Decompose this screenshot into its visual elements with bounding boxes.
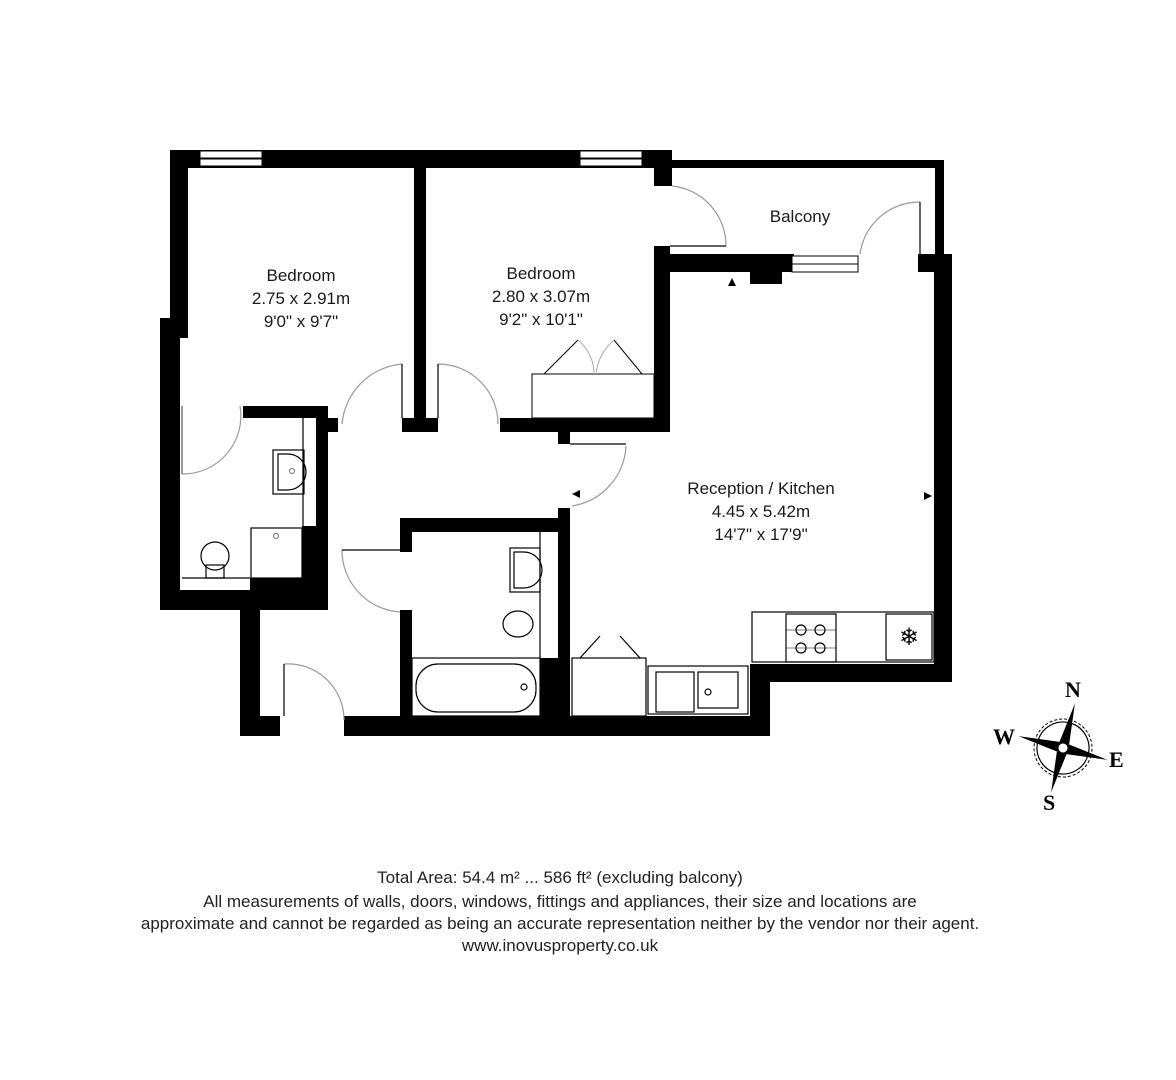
compass-north: N	[1065, 677, 1081, 702]
door-swings	[181, 185, 921, 721]
compass-icon	[1018, 703, 1108, 793]
room-name: Reception / Kitchen	[687, 479, 835, 498]
room-name: Balcony	[769, 207, 831, 226]
room-name: Bedroom	[266, 266, 336, 285]
compass-east: E	[1109, 747, 1124, 772]
room-imperial: 9'2" x 10'1"	[499, 310, 583, 329]
room-label-bedroom-1: Bedroom 2.75 x 2.91m 9'0" x 9'7"	[252, 264, 350, 333]
compass-south: S	[1043, 790, 1056, 815]
room-imperial: 14'7" x 17'9"	[714, 525, 808, 544]
room-label-balcony: Balcony	[770, 205, 830, 228]
wardrobe	[531, 339, 655, 419]
room-metric: 4.45 x 5.42m	[711, 502, 811, 521]
windows	[199, 150, 859, 273]
compass-west: W	[993, 724, 1015, 749]
room-metric: 2.80 x 3.07m	[491, 287, 591, 306]
disclaimer-line-2: approximate and cannot be regarded as be…	[140, 914, 980, 933]
footer: Total Area: 54.4 m² ... 586 ft² (excludi…	[0, 867, 1120, 957]
ensuite-fixtures	[182, 418, 307, 579]
room-imperial: 9'0" x 9'7"	[263, 312, 339, 331]
room-name: Bedroom	[506, 264, 576, 283]
bathroom-fixtures	[411, 532, 543, 717]
arrow-markers	[572, 278, 932, 500]
kitchen-fixtures	[571, 611, 935, 717]
walls	[160, 150, 952, 736]
room-label-bedroom-2: Bedroom 2.80 x 3.07m 9'2" x 10'1"	[492, 262, 590, 331]
total-area: Total Area: 54.4 m² ... 586 ft² (excludi…	[377, 868, 743, 887]
website-link[interactable]: www.inovusproperty.co.uk	[461, 936, 659, 955]
disclaimer-line-1: All measurements of walls, doors, window…	[203, 892, 917, 911]
room-metric: 2.75 x 2.91m	[251, 289, 351, 308]
freezer-icon: ❄	[899, 624, 919, 651]
room-label-reception-kitchen: Reception / Kitchen 4.45 x 5.42m 14'7" x…	[687, 477, 834, 546]
